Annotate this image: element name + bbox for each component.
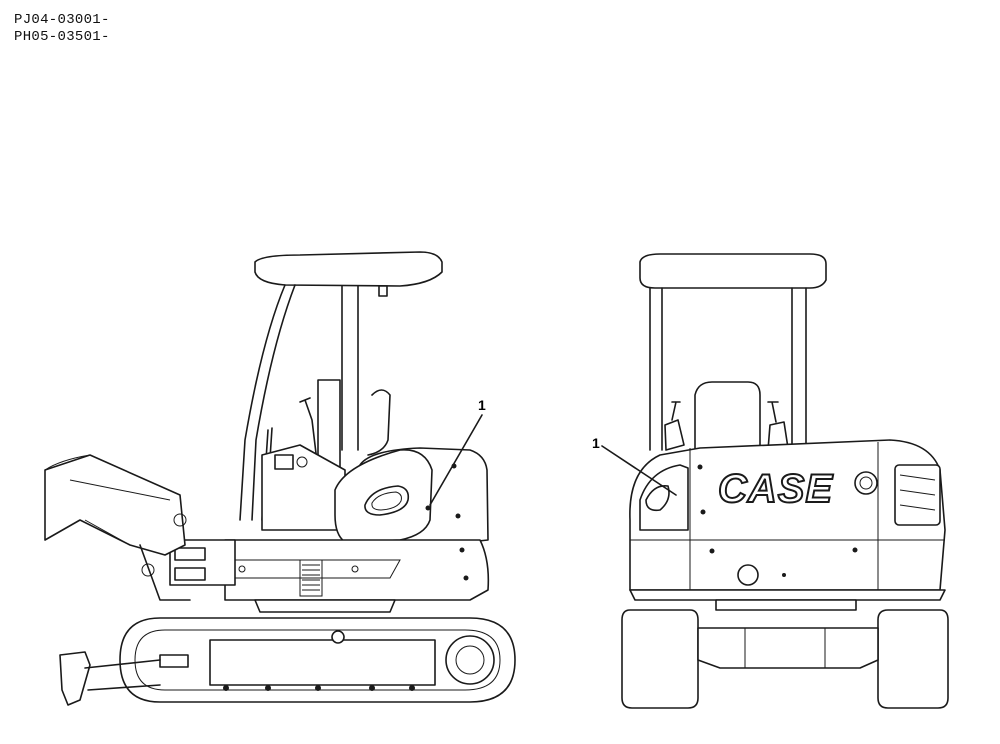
side-arm [44, 454, 186, 556]
rear-fuel-cap [854, 471, 878, 495]
rear-seat [694, 381, 761, 451]
side-track-frame [209, 639, 436, 686]
serial-number-block: PJ04-03001- PH05-03501- [14, 12, 110, 46]
rear-callout-label: 1 [592, 435, 600, 451]
side-view: 1 [44, 251, 516, 706]
rear-callout-leader [601, 445, 677, 496]
side-roof-bracket [378, 285, 388, 297]
side-callout-label: 1 [478, 397, 486, 413]
rear-canopy-roof [639, 253, 827, 289]
side-swing-base [254, 599, 396, 613]
side-control-lever [261, 397, 319, 521]
side-upper-body [224, 539, 490, 601]
serial-number-1: PJ04-03001- [14, 12, 110, 28]
side-callout-leader [429, 414, 483, 506]
side-canopy-rear-post [341, 285, 359, 451]
rear-access-hole [737, 564, 759, 586]
rear-track-right [877, 609, 949, 709]
side-dozer-blade [59, 651, 91, 706]
rear-swing-base [715, 599, 857, 611]
brand-logo: CASE [718, 467, 833, 511]
rear-lever-left [664, 419, 685, 451]
serial-number-2: PH05-03501- [14, 29, 110, 45]
rear-view: CASE 1 [592, 253, 949, 709]
side-console-knob [296, 456, 308, 468]
rear-track-left [621, 609, 699, 709]
rear-canopy-posts [649, 287, 807, 451]
side-seat [317, 379, 391, 471]
side-sprocket [445, 635, 495, 685]
side-canopy-roof [254, 251, 443, 287]
rear-light-cluster [894, 464, 941, 526]
rear-undercarriage [697, 627, 879, 669]
side-console-panel [274, 454, 294, 470]
side-cover-vent [364, 485, 410, 516]
side-canopy-front-post [239, 284, 296, 521]
side-grille [299, 559, 323, 597]
